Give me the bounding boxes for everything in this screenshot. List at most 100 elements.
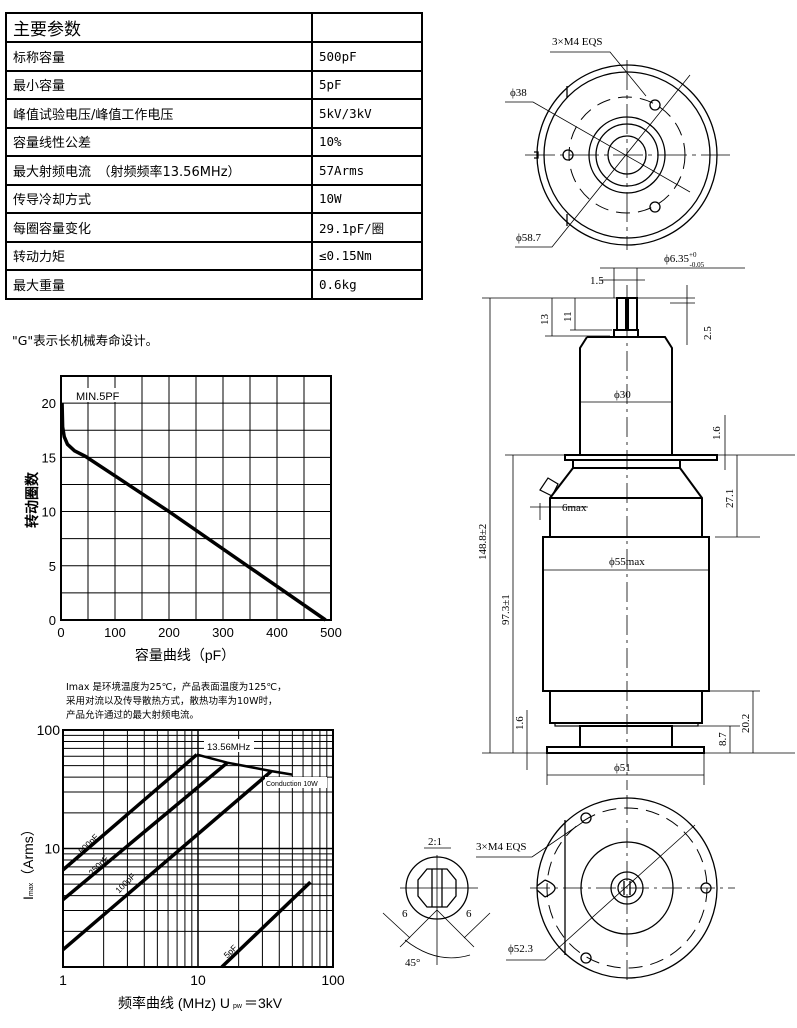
shaft-diameter-value: ϕ6.35 (664, 253, 690, 265)
shaft-tol-upper: +0 (689, 251, 697, 259)
side-view-drawing (539, 285, 718, 790)
y-label-tail: （Arms） (20, 822, 36, 883)
detail-width-left: 6 (402, 908, 408, 920)
conditions-line: Imax 是环境温度为25℃，产品表面温度为125℃， (66, 682, 287, 693)
limit-label-13-56mhz: 13.56MHz (207, 742, 251, 753)
x-label-sub: pw (233, 1003, 243, 1010)
shaft-tol-lower: -0.05 (690, 261, 705, 269)
param-value: 10% (311, 126, 423, 157)
bolt-hole (580, 812, 592, 824)
diameter-52-3-label: ϕ52.3 (508, 943, 534, 955)
annotation-bg (72, 388, 132, 402)
y-axis-label: Imax（Arms） (20, 822, 36, 900)
diameter-38-label: ϕ38 (510, 87, 527, 99)
dim-27-1: 27.1 (724, 489, 736, 508)
y-axis-label: 转动圈数 (24, 471, 40, 528)
x-label-tail: ＝3kV (244, 995, 283, 1011)
dim-phi-55max: ϕ55max (609, 556, 645, 568)
param-value: 57Arms (311, 155, 423, 186)
side-view-dimension-lines (482, 267, 795, 785)
dim-1-6-bottom: 1.6 (514, 716, 526, 730)
detail-scale-label: 2:1 (428, 836, 442, 848)
shaft-detail-drawing (382, 847, 491, 965)
dim-11: 11 (562, 311, 574, 322)
param-label: 最大重量 (5, 269, 313, 300)
x-tick-label: 1 (59, 972, 67, 988)
param-value: 500pF (311, 41, 423, 72)
bottom-view-drawing (476, 795, 735, 985)
dim-2-5: 2.5 (702, 326, 714, 340)
top-view-drawing (505, 51, 730, 250)
x-axis-label: 容量曲线（pF） (135, 647, 235, 663)
bolt-hole (580, 952, 592, 964)
series-line-turns (60, 403, 327, 622)
imax-conditions-note: Imax 是环境温度为25℃，产品表面温度为125℃， 采用对流以及传导散热方式… (66, 681, 287, 723)
series-line-100pf (61, 769, 273, 952)
x-tick-label: 400 (266, 625, 288, 640)
dim-6max: 6max (562, 502, 587, 514)
dim-20-2: 20.2 (740, 714, 752, 733)
series-line-250pf (61, 761, 229, 902)
conduction-label: Conduction 10W (266, 781, 318, 788)
dim-phi-51: ϕ51 (614, 762, 631, 774)
y-tick-label: 15 (42, 450, 56, 465)
dim-97-3: 97.3±1 (500, 594, 512, 625)
y-label-main: I (20, 896, 36, 900)
bolt-hole (649, 99, 661, 111)
x-tick-label: 0 (57, 625, 64, 640)
x-tick-label: 200 (158, 625, 180, 640)
dim-1-5: 1.5 (590, 275, 604, 287)
detail-angle-label: 45° (405, 957, 420, 969)
label-bg (265, 777, 327, 788)
param-value: 5pF (311, 69, 423, 100)
param-label: 峰值试验电压/峰值工作电压 (5, 98, 313, 129)
param-value: 29.1pF/圈 (311, 212, 423, 243)
label-bg (204, 739, 254, 752)
table-row: 最大射频电流 （射频频率13.56MHz）57Arms (5, 155, 423, 186)
table-title: 主要参数 (5, 12, 313, 43)
y-tick-label: 5 (49, 559, 56, 574)
x-label-main: 频率曲线 (MHz) U (118, 995, 230, 1011)
dim-total-height: 148.8±2 (477, 524, 489, 560)
y-label-sub: max (28, 882, 35, 896)
shaft-diameter-label: ϕ6.35+0 -0.05 (664, 251, 705, 269)
series-lines (61, 753, 312, 969)
y-tick-label: 0 (49, 613, 56, 628)
series-line-13-56mhz (196, 753, 293, 776)
diameter-58-7-label: ϕ58.7 (516, 232, 542, 244)
table-row: 转动力矩≤0.15Nm (5, 240, 423, 271)
plot-frame (62, 729, 334, 968)
series-line-5pf (220, 880, 312, 969)
y-tick-label: 10 (42, 505, 56, 520)
annotation-min-5pf: MIN.5PF (76, 391, 120, 403)
dim-8-7: 8.7 (717, 732, 729, 746)
plot-frame (60, 375, 332, 621)
grid (61, 376, 331, 620)
dim-13: 13 (539, 314, 551, 326)
grid (63, 730, 333, 967)
y-tick-label: 10 (44, 841, 60, 857)
table-title-blank (311, 12, 423, 43)
detail-width-right: 6 (466, 908, 472, 920)
conditions-line: 采用对流以及传导散热方式，散热功率为10W时， (66, 696, 278, 707)
y-tick-label: 20 (42, 396, 56, 411)
y-tick-label: 100 (37, 722, 61, 738)
param-value: 0.6kg (311, 269, 423, 300)
dim-1-6-top: 1.6 (711, 426, 723, 440)
dim-phi-30: ϕ30 (614, 389, 631, 401)
g-design-note: "G"表示长机械寿命设计。 (12, 333, 159, 348)
x-tick-label: 300 (212, 625, 234, 640)
param-label: 容量线性公差 (5, 126, 313, 157)
bottom-holes-label: 3×M4 EQS (476, 841, 527, 853)
x-tick-label: 100 (321, 972, 345, 988)
